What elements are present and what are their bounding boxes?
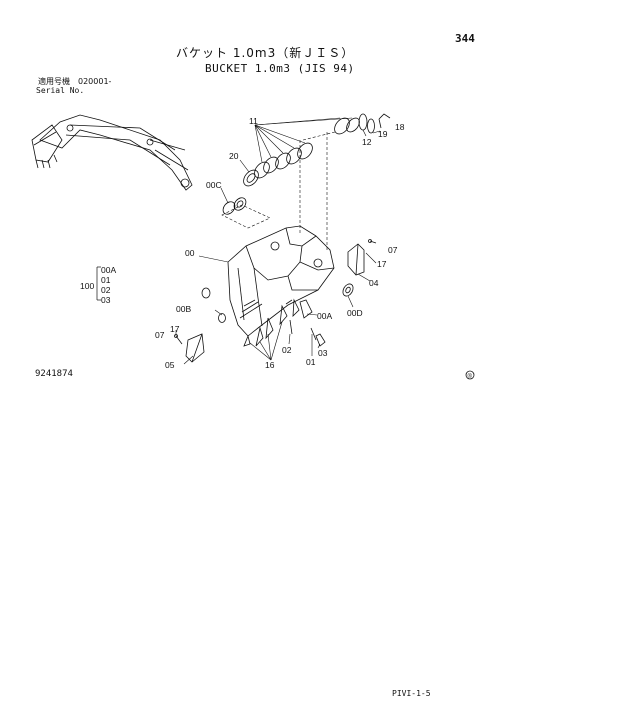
drawing-number: 9241874 — [35, 369, 73, 379]
title-japanese: バケット 1.0m3（新ＪＩＳ） — [176, 46, 355, 60]
group-item: 01 — [101, 275, 111, 285]
svg-text:®: ® — [468, 373, 473, 380]
callout-04: 04 — [369, 278, 379, 288]
callout-16: 16 — [265, 360, 275, 370]
callout-12: 12 — [362, 137, 372, 147]
washer-12 — [358, 113, 368, 131]
pin-02 — [289, 319, 293, 335]
adapter-00a — [299, 299, 313, 319]
excavator-arm-thumbnail — [31, 114, 193, 191]
title-english: BUCKET 1.0m3 (JIS 94) — [205, 62, 355, 75]
leader-lines-11 — [254, 117, 353, 163]
ring-00b-lower — [218, 313, 226, 323]
callout-11: 11 — [249, 116, 258, 126]
callout-00c: 00C — [206, 180, 222, 190]
assembly-centerlines — [221, 131, 336, 250]
callout-05: 05 — [165, 360, 175, 370]
pin-18 — [378, 113, 391, 129]
group-item: 00A — [101, 265, 116, 275]
callout-00d: 00D — [347, 308, 363, 318]
side-cutter-04 — [347, 243, 365, 276]
callout-07-lower: 07 — [155, 330, 165, 340]
lock-03 — [315, 333, 326, 347]
washer-19 — [367, 118, 375, 134]
callout-17-upper: 17 — [377, 259, 387, 269]
side-cutter-05 — [185, 333, 205, 363]
callout-19: 19 — [378, 129, 388, 139]
page-number: 344 — [455, 32, 475, 45]
page-footer-code: PIVI-1-5 — [392, 689, 431, 698]
serial-label-japanese: 適用号機 020001- — [38, 77, 112, 86]
bucket-body — [227, 225, 335, 337]
callout-03: 03 — [318, 348, 328, 358]
callout-00a: 00A — [317, 311, 332, 321]
tooth-01 — [310, 327, 317, 341]
serial-label-english: Serial No. — [36, 86, 85, 95]
shim-rings-11 — [254, 117, 360, 179]
ring-00d — [342, 283, 354, 297]
rings-00c — [222, 197, 247, 215]
group-item: 03 — [101, 295, 111, 305]
callout-07-upper: 07 — [388, 245, 398, 255]
callout-17-lower: 17 — [170, 324, 180, 334]
bucket-teeth — [243, 298, 300, 347]
callout-02: 02 — [282, 345, 292, 355]
callout-00: 00 — [185, 248, 195, 258]
leader-lines — [175, 129, 381, 365]
ring-20 — [243, 169, 259, 187]
callout-20: 20 — [229, 151, 239, 161]
bolt-07-top — [368, 239, 377, 244]
ring-00b-upper — [201, 287, 211, 299]
group-item: 02 — [101, 285, 111, 295]
group-bracket — [96, 266, 101, 301]
registered-mark-icon — [465, 370, 475, 380]
callout-01: 01 — [306, 357, 316, 367]
group-label: 100 — [80, 281, 94, 291]
callout-18: 18 — [395, 122, 405, 132]
callout-00b: 00B — [176, 304, 191, 314]
